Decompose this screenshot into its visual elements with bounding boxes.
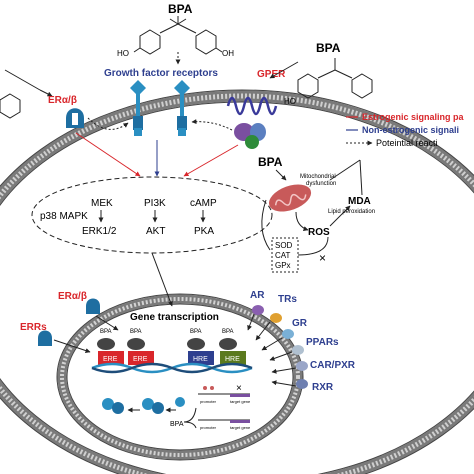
ho-label-right: HO xyxy=(284,97,296,106)
er-alpha-beta-lower: ERα/β xyxy=(58,291,87,302)
p38-mapk-label: p38 MAPK xyxy=(40,211,88,222)
ar-label: AR xyxy=(250,290,265,301)
hre-label-1: HRE xyxy=(193,356,208,363)
trs-label: TRs xyxy=(278,294,297,305)
bpa-molecule-top: BPA HO OH xyxy=(117,2,234,65)
lipid-peroxidation-label: Lipid peroxidation xyxy=(328,209,375,215)
bpa-small-1: BPA xyxy=(100,329,112,335)
er-alpha-beta-receptor-membrane xyxy=(66,108,84,128)
dna-helix xyxy=(91,362,253,374)
pka-label: PKA xyxy=(194,226,214,237)
bpa-right-label: BPA xyxy=(316,41,341,55)
bpa-title: BPA xyxy=(168,2,193,16)
legend-potential: Poteintial reacti xyxy=(376,138,438,148)
er-alpha-beta-top: ERα/β xyxy=(48,95,77,106)
oh-label-right: OH xyxy=(222,49,234,58)
errs-icon xyxy=(38,330,52,346)
ere-label-1: ERE xyxy=(103,356,118,363)
cell-membrane xyxy=(0,89,474,474)
growth-factor-receptor-left xyxy=(130,80,146,136)
legend-estrogenic: Estrogenic signaling pa xyxy=(362,112,465,122)
hre-label-2: HRE xyxy=(225,356,240,363)
mek-label: MEK xyxy=(91,198,113,209)
bpa-mito-label: BPA xyxy=(258,155,283,169)
legend-non-estrogenic: Non-estrogenic signali xyxy=(362,125,459,135)
nucleosome-icons xyxy=(102,397,185,414)
kinase-cascade: p38 MAPK MEK ERK1/2 PI3K AKT cAMP PKA xyxy=(31,176,273,307)
partial-molecule-left: ERα/β xyxy=(0,69,77,119)
camp-label: cAMP xyxy=(190,198,217,209)
car-pxr-label: CAR/PXR xyxy=(310,360,356,371)
gene-transcription-label: Gene transcription xyxy=(130,312,219,323)
bpa-small-4: BPA xyxy=(222,329,234,335)
bpa-small-2: BPA xyxy=(130,329,142,335)
mda-label: MDA xyxy=(348,196,371,207)
promoter-label-1: promoter xyxy=(200,399,217,404)
mito-label-1: Mitochondrial xyxy=(300,174,336,180)
epigenetic-section: BPA × promoter target gene promoter targ… xyxy=(102,383,251,430)
promoter-label-2: promoter xyxy=(200,425,217,430)
inhibit-mark-nucleus: × xyxy=(236,383,242,394)
gpx-label: GPx xyxy=(275,261,291,270)
erk-label: ERK1/2 xyxy=(82,226,117,237)
gper-receptor xyxy=(226,96,278,149)
ere-complex-left: BPA BPA ERE ERE xyxy=(97,329,154,365)
inhibit-mark: × xyxy=(319,251,326,265)
oxidative-stress: BPA Mitochondrial dysfunction ROS MDA Li… xyxy=(258,155,375,273)
hre-complex: BPA BPA HRE HRE xyxy=(187,329,246,365)
ho-label-left: HO xyxy=(117,49,129,58)
legend: Estrogenic signaling pa Non-estrogenic s… xyxy=(346,112,465,148)
ppars-label: PPARs xyxy=(306,337,339,348)
mito-label-2: dysfunction xyxy=(306,181,336,187)
errs-label: ERRs xyxy=(20,322,47,333)
nuclear-receptors: AR TRs GR PPARs CAR/PXR RXR xyxy=(247,290,356,393)
akt-label: AKT xyxy=(146,226,165,237)
target-gene-label-2: target gene xyxy=(230,425,251,430)
bpa-epi-label: BPA xyxy=(170,421,184,428)
growth-factor-receptors-label: Growth factor receptors xyxy=(104,68,218,79)
pi3k-label: PI3K xyxy=(144,198,166,209)
cat-label: CAT xyxy=(275,251,291,260)
ere-label-2: ERE xyxy=(133,356,148,363)
gper-label: GPER xyxy=(257,69,286,80)
mitochondrion-icon xyxy=(268,184,312,212)
nucleus-membrane xyxy=(56,293,304,461)
rxr-label: RXR xyxy=(312,382,334,393)
gr-label: GR xyxy=(292,318,308,329)
antioxidant-box xyxy=(271,237,299,273)
membrane-arrows xyxy=(75,117,239,177)
er-lower-icon xyxy=(86,298,100,314)
sod-label: SOD xyxy=(275,241,293,250)
growth-factor-receptor-right xyxy=(174,80,190,136)
bpa-small-3: BPA xyxy=(190,329,202,335)
bpa-molecule-right: BPA HO xyxy=(284,41,373,106)
ros-label: ROS xyxy=(308,227,330,238)
target-gene-label-1: target gene xyxy=(230,399,251,404)
